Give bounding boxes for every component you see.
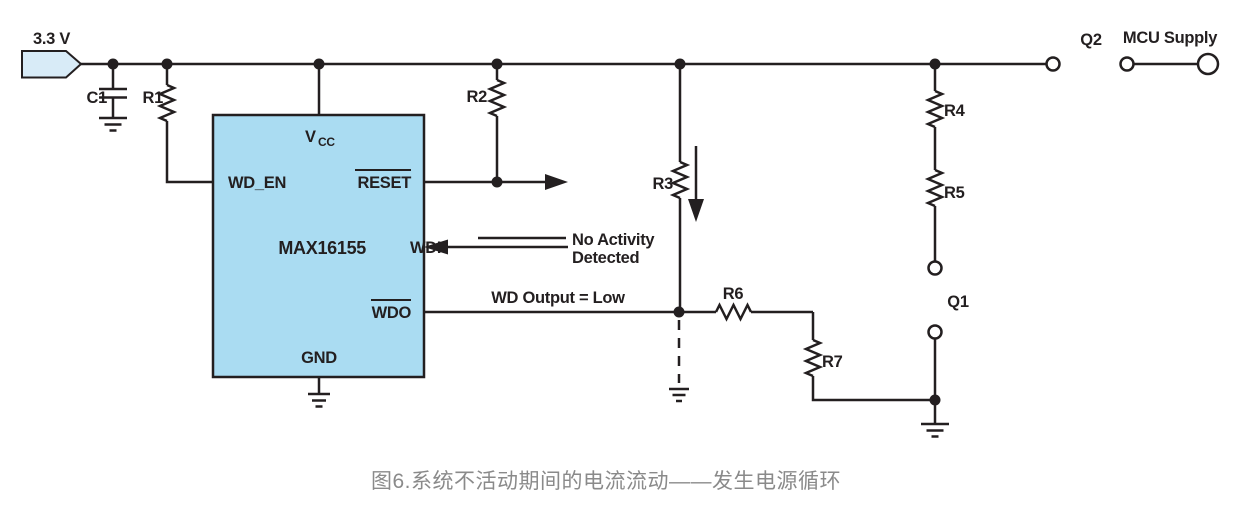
- r3-label: R3: [653, 175, 674, 193]
- r5-label: R5: [944, 184, 965, 202]
- supply-label: 3.3 V: [33, 30, 70, 48]
- ic-name: MAX16155: [278, 238, 366, 258]
- supply-flag-icon: [21, 50, 83, 79]
- ic-pin-reset: RESET: [357, 174, 411, 192]
- ic-pin-wdo: WDO: [372, 304, 412, 322]
- transistor-q2: Q2 MCU Supply: [1045, 29, 1220, 76]
- capacitor-c1: C1: [87, 58, 127, 132]
- q2-label: Q2: [1080, 31, 1102, 49]
- wdo-output: WD Output = Low: [424, 289, 689, 403]
- resistor-r7: R7: [802, 312, 935, 402]
- reset-output: [424, 174, 568, 190]
- ground-icon: [308, 392, 330, 408]
- r7-label: R7: [822, 353, 843, 371]
- ic-pin-vcc-sub: CC: [318, 135, 335, 149]
- r2-label: R2: [467, 88, 488, 106]
- resistor-r6: R6: [679, 285, 813, 322]
- ic-pin-gnd: GND: [301, 349, 337, 367]
- c1-label: C1: [87, 89, 108, 107]
- resistor-r2: R2: [467, 58, 508, 182]
- ground-icon: [99, 116, 127, 132]
- ic-max16155: V CC WD_EN RESET MAX16155 WDI WDO GND: [211, 58, 441, 408]
- mcu-supply-label: MCU Supply: [1123, 29, 1218, 47]
- ic-pin-vcc: V: [305, 128, 316, 146]
- ic-pin-wdi: WDI: [410, 239, 441, 257]
- q1-label: Q1: [947, 293, 969, 311]
- resistor-r1: R1: [143, 58, 213, 184]
- resistor-r4-r5: R4 R5: [924, 58, 966, 262]
- r4-label: R4: [944, 102, 966, 120]
- no-activity-line2: Detected: [572, 249, 639, 267]
- resistor-r3: R3: [653, 58, 704, 312]
- schematic-canvas: 3.3 V C1 R1 V CC WD_EN RESET MAX16155 WD…: [21, 29, 1220, 438]
- wd-output-label: WD Output = Low: [491, 289, 625, 307]
- no-activity-line1: No Activity: [572, 231, 655, 249]
- r1-label: R1: [143, 89, 164, 107]
- mcu-supply-terminal: [1196, 52, 1220, 76]
- current-arrow-icon: [688, 146, 704, 222]
- ground-icon: [921, 422, 949, 438]
- power-rail: 3.3 V: [21, 30, 1047, 79]
- arrow-right-icon: [545, 174, 568, 190]
- ground-icon: [669, 387, 689, 403]
- wdi-input: No Activity Detected: [424, 231, 656, 267]
- ic-body: [211, 113, 426, 379]
- arrow-left-icon: [424, 239, 448, 255]
- ic-pin-wd-en: WD_EN: [228, 174, 286, 192]
- r6-label: R6: [723, 285, 744, 303]
- figure-caption: 图6.系统不活动期间的电流流动——发生电源循环: [370, 470, 841, 493]
- transistor-q1: Q1: [921, 260, 969, 438]
